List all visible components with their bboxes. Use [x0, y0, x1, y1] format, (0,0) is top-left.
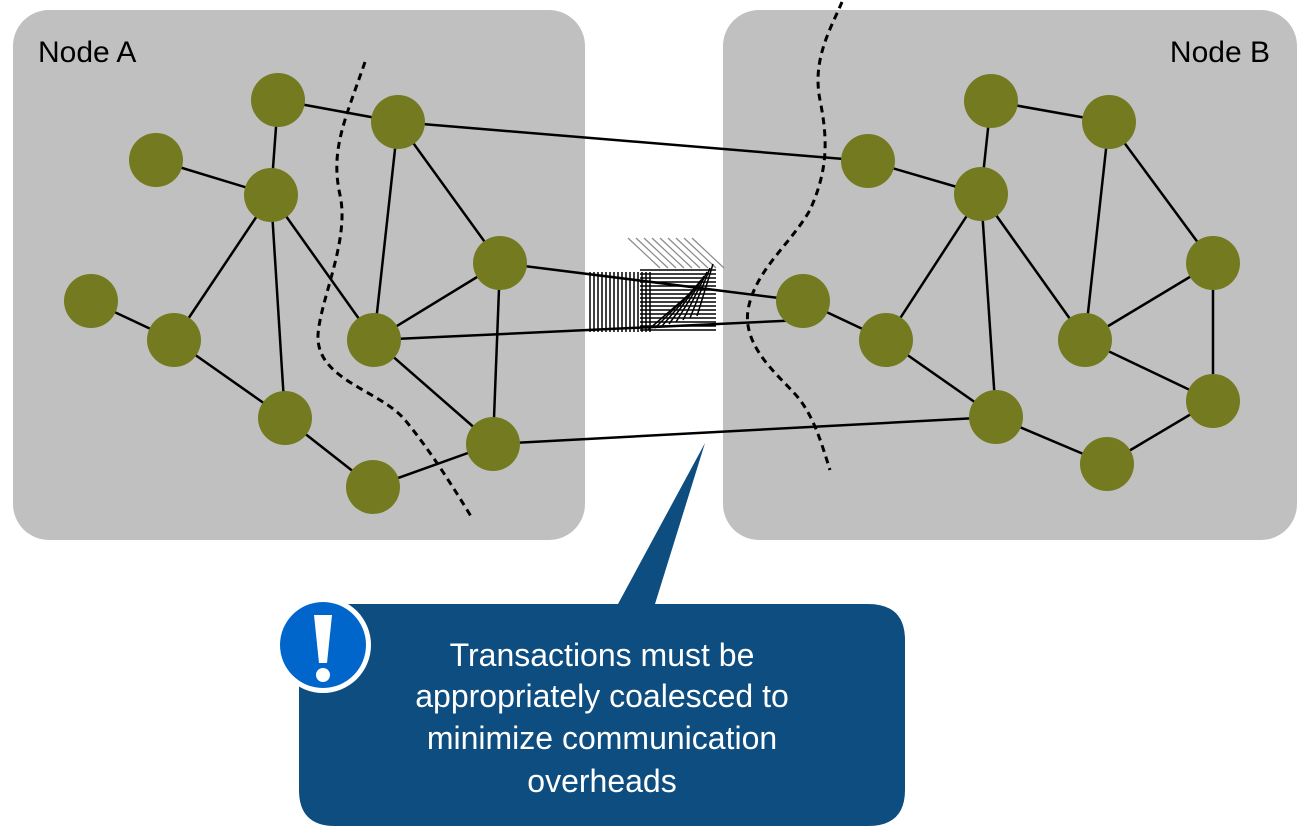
communication-hatch: [589, 237, 725, 332]
hatch-line: [691, 237, 725, 269]
partition-line-b: [746, 1, 844, 471]
callout: Transactions must be appropriately coale…: [275, 443, 905, 826]
edge: [491, 262, 502, 445]
vertex: [954, 167, 1008, 221]
hatch-line: [683, 237, 717, 269]
edge: [372, 121, 400, 341]
vertex: [964, 74, 1018, 128]
vertex: [251, 73, 305, 127]
edge: [884, 193, 983, 341]
vertex: [466, 417, 520, 471]
partition-line-a: [316, 61, 474, 519]
vertex: [347, 313, 401, 367]
vertex: [841, 134, 895, 188]
vertex: [371, 95, 425, 149]
exclamation-icon: [275, 597, 371, 693]
vertex: [64, 274, 118, 328]
vertex: [244, 168, 298, 222]
vertex: [1082, 95, 1136, 149]
hatch-line: [643, 237, 677, 269]
cross-edge: [373, 318, 804, 342]
edge: [269, 194, 287, 419]
edge: [269, 194, 376, 341]
callout-line-3: minimize communication: [427, 720, 777, 756]
callout-line-4: overheads: [527, 763, 676, 799]
hatch-line: [635, 237, 669, 269]
vertex: [473, 236, 527, 290]
node-a-label: Node A: [38, 36, 136, 69]
vertex: [1186, 374, 1240, 428]
vertex: [129, 133, 183, 187]
vertex: [346, 460, 400, 514]
vertex: [1080, 437, 1134, 491]
callout-line-1: Transactions must be: [450, 637, 755, 673]
hatch-line: [659, 237, 693, 269]
edge: [396, 121, 502, 264]
hatch-line: [696, 263, 714, 317]
callout-line-2: appropriately coalesced to: [415, 678, 789, 714]
cross-edge: [397, 120, 869, 163]
node-b-label: Node B: [1170, 36, 1270, 69]
vertex: [1186, 236, 1240, 290]
vertex: [776, 274, 830, 328]
edge: [172, 194, 273, 341]
hatch-line: [675, 275, 705, 323]
hatch-line: [682, 271, 708, 321]
hatch-line: [627, 237, 661, 269]
vertex: [147, 313, 201, 367]
hatch-line: [689, 267, 711, 319]
vertex: [258, 391, 312, 445]
hatch-line: [675, 237, 709, 269]
graph-vertices: [64, 73, 1240, 514]
vertex: [859, 313, 913, 367]
callout-bubble: [299, 443, 905, 826]
edge: [1107, 121, 1215, 264]
edge: [979, 193, 1087, 341]
vertex: [1058, 313, 1112, 367]
cross-edge: [492, 415, 997, 446]
vertex: [969, 390, 1023, 444]
edge: [1083, 121, 1111, 341]
hatch-line: [661, 283, 699, 327]
edge: [979, 193, 998, 418]
hatch-line: [667, 237, 701, 269]
hatch-line: [651, 237, 685, 269]
